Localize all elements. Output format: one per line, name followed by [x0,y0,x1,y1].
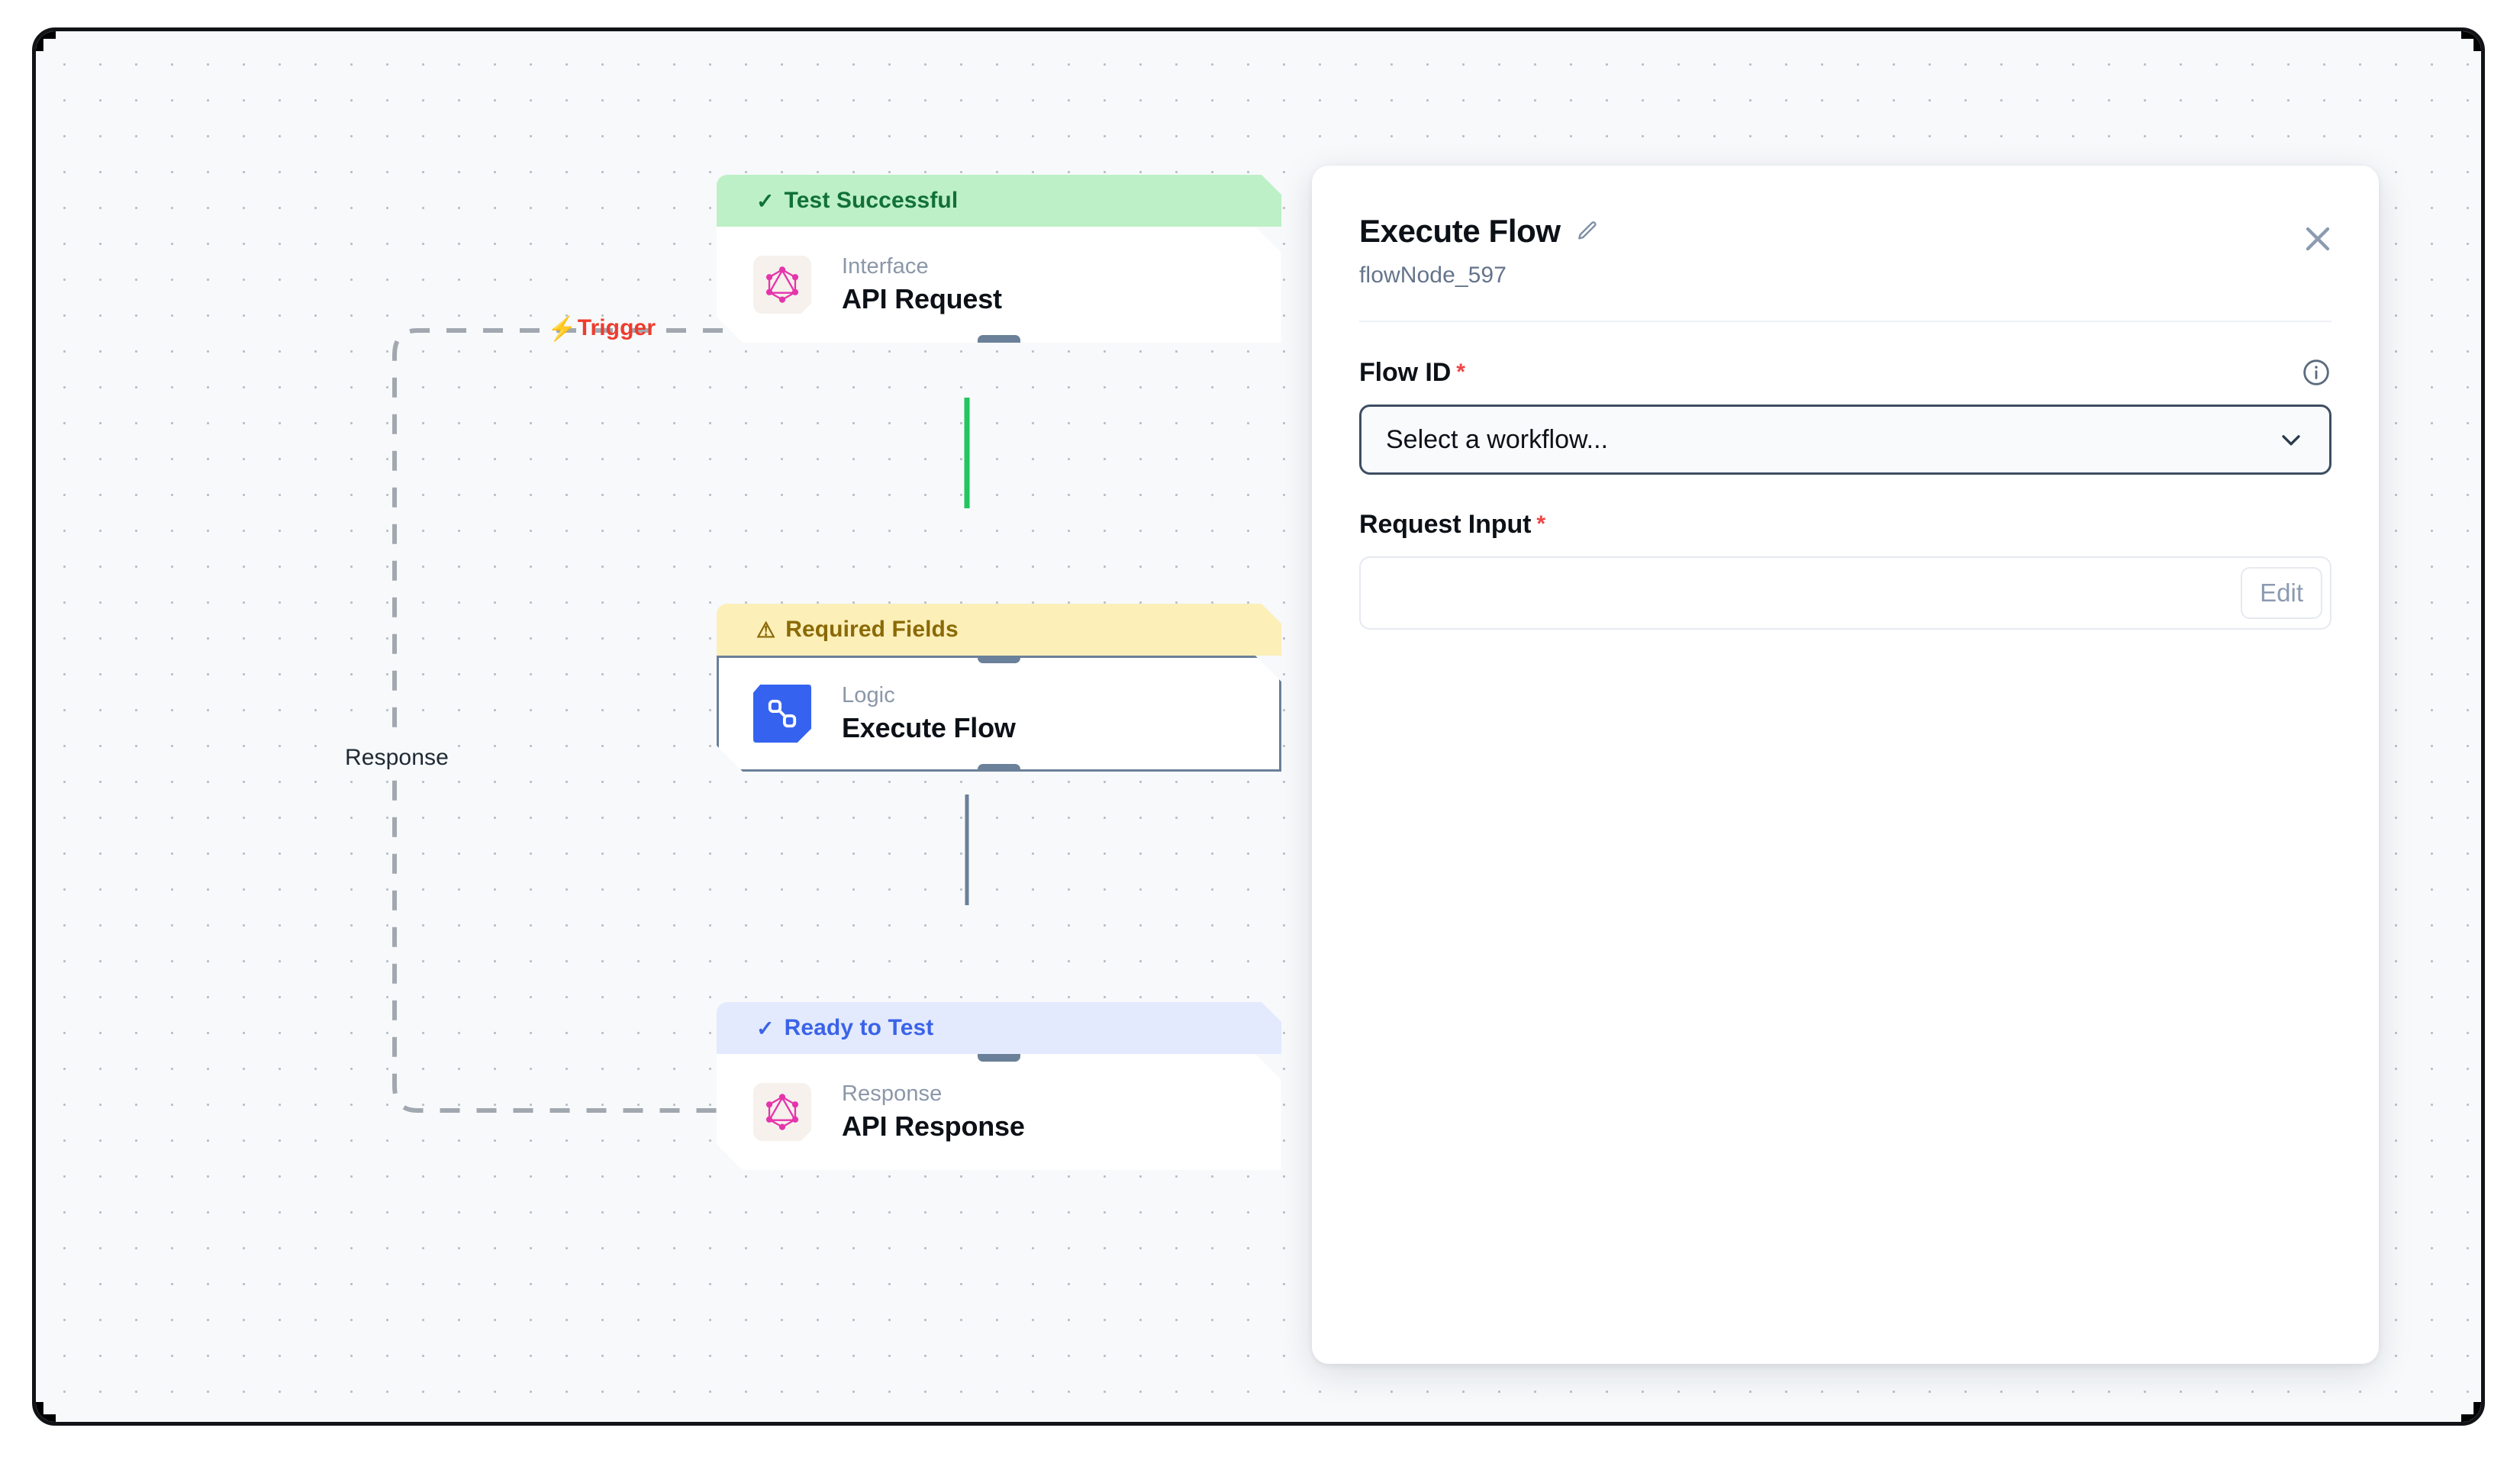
request-input-edit-button[interactable]: Edit [2241,567,2322,619]
edge-label-trigger-text: Trigger [577,315,656,340]
flow-id-select[interactable]: Select a workflow... [1359,405,2331,475]
edge-label-trigger: ⚡ Trigger [547,315,656,341]
node-title: API Request [842,283,1002,314]
flow-canvas[interactable]: ⚡ Trigger Response ✓ Test Successful [36,31,2481,1422]
app-window: ⚡ Trigger Response ✓ Test Successful [32,27,2485,1426]
flow-node-execute-flow[interactable]: ⚠ Required Fields Logic Execute Flow [717,604,1281,772]
warning-triangle-icon: ⚠ [756,617,776,642]
graphql-icon [753,256,811,314]
node-kind: Response [842,1081,943,1106]
node-body[interactable]: Interface API Request [717,227,1281,343]
graphql-glyph [765,266,800,304]
close-icon[interactable] [2298,219,2338,259]
field-row-request-input: Request Input* [1359,510,2331,540]
node-title: API Response [842,1110,1025,1142]
field-row-flow-id: Flow ID* [1359,357,2331,388]
panel-title: Execute Flow [1359,213,1561,249]
field-label-request-input: Request Input* [1359,510,1545,540]
panel-divider [1359,321,2331,322]
workflow-nodes-glyph [766,698,798,730]
node-text: Logic Execute Flow [842,683,1016,744]
flow-id-select-value: Select a workflow... [1386,424,1609,454]
field-label-flow-id: Flow ID* [1359,358,1465,388]
lightning-bolt-icon: ⚡ [547,314,577,342]
check-icon: ✓ [756,1016,775,1040]
node-kind: Logic [842,683,895,707]
info-circle-icon[interactable] [2301,357,2331,388]
node-body[interactable]: Logic Execute Flow [717,656,1281,772]
node-status-label: Test Successful [784,188,959,213]
node-handle-bottom[interactable] [978,335,1020,350]
flow-node-api-response[interactable]: ✓ Ready to Test [717,1002,1281,1170]
check-icon: ✓ [756,189,775,213]
field-label-flow-id-text: Flow ID [1359,357,1452,387]
graphql-glyph [765,1093,800,1131]
workflow-nodes-icon [753,685,811,743]
node-status-label: Required Fields [785,617,959,642]
node-config-panel: Execute Flow flowNode_597 Flow ID* [1312,166,2379,1364]
edge-trigger-response [392,328,723,1113]
panel-body: Flow ID* Select a workflow... [1312,357,2379,630]
node-status-badge: ✓ Ready to Test [717,1002,1281,1054]
node-status-label: Ready to Test [784,1015,934,1040]
panel-title-row: Execute Flow [1359,213,2331,250]
node-body[interactable]: Response API Response [717,1054,1281,1170]
panel-header: Execute Flow flowNode_597 [1312,166,2379,322]
required-marker: * [1456,359,1465,385]
flow-node-api-request[interactable]: ✓ Test Successful [717,175,1281,343]
edge-label-response: Response [337,743,456,772]
request-input-field[interactable]: Edit [1359,556,2331,630]
node-text: Interface API Request [842,254,1002,315]
node-status-badge: ⚠ Required Fields [717,604,1281,656]
node-text: Response API Response [842,1081,1025,1143]
node-handle-bottom[interactable] [978,764,1020,779]
panel-subtitle: flowNode_597 [1359,263,1507,288]
pencil-icon[interactable] [1575,219,1600,243]
node-title: Execute Flow [842,712,1016,743]
node-kind: Interface [842,254,929,279]
node-status-badge: ✓ Test Successful [717,175,1281,227]
graphql-icon [753,1083,811,1141]
field-label-request-input-text: Request Input [1359,510,1532,539]
required-marker: * [1536,511,1545,537]
chevron-down-icon [2282,435,2300,446]
